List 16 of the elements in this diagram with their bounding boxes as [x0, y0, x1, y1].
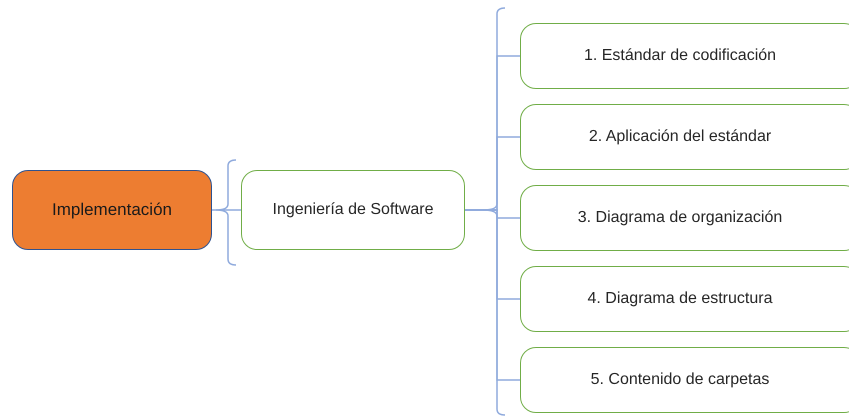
- connector-line: [465, 209, 520, 381]
- subtopic-box: [520, 347, 849, 413]
- subtopic-box: [520, 104, 849, 170]
- topic-box: [12, 170, 212, 250]
- box-label: Ingeniería de Software: [272, 200, 434, 220]
- subtopic-box: [520, 23, 849, 89]
- box-label: 1. Estándar de codificación: [584, 46, 778, 66]
- box-label: 5. Contenido de carpetas: [590, 370, 770, 390]
- box-label: 4. Diagrama de estructura: [588, 289, 774, 309]
- subtopic-box: [520, 266, 849, 332]
- subtopic-box: [520, 185, 849, 251]
- box-label: 3. Diagrama de organización: [578, 208, 784, 228]
- connector-line: [212, 209, 241, 211]
- box-label: Implementación: [52, 199, 172, 222]
- subtopic-box: [241, 170, 465, 250]
- box-label: 2. Aplicación del estándar: [588, 127, 772, 147]
